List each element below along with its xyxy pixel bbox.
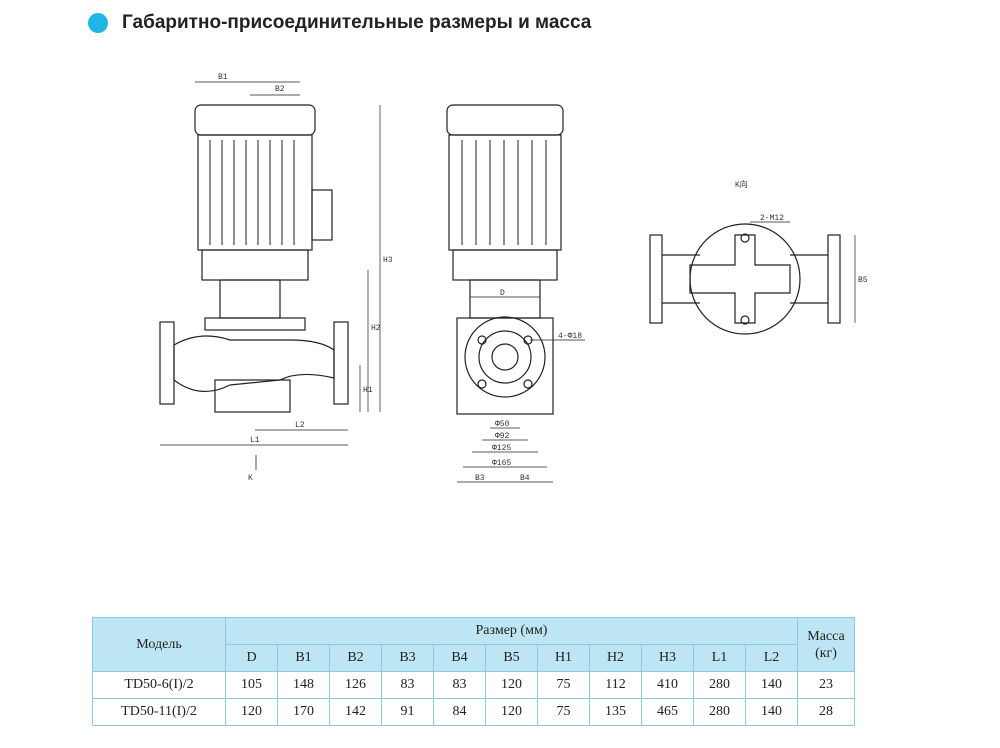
mass-cell: 28: [797, 698, 855, 726]
label-4-holes: 4-Φ18: [558, 332, 582, 341]
column-header: B2: [329, 644, 382, 672]
top-view: [649, 221, 856, 335]
model-cell: TD50-6(I)/2: [92, 671, 226, 699]
technical-drawing: B1 B2 H3 H2 H1 L2 L1 K D 4-Φ18 Φ50 Φ92 Φ…: [159, 73, 868, 483]
label-d50: Φ50: [495, 420, 510, 429]
label-b5: B5: [858, 276, 868, 285]
column-header: H2: [589, 644, 642, 672]
label-d92: Φ92: [495, 432, 510, 441]
label-d: D: [500, 289, 505, 298]
column-header: D: [225, 644, 278, 672]
column-header: B3: [381, 644, 434, 672]
value-cell: 140: [745, 698, 798, 726]
value-cell: 75: [537, 698, 590, 726]
label-b4: B4: [520, 474, 530, 483]
value-cell: 140: [745, 671, 798, 699]
value-cell: 148: [277, 671, 330, 699]
column-header: L2: [745, 644, 798, 672]
column-header: H3: [641, 644, 694, 672]
size-header: Размер (мм): [225, 617, 798, 645]
bullet-icon: [88, 13, 108, 33]
value-cell: 105: [225, 671, 278, 699]
label-2-m12: 2-M12: [760, 214, 784, 223]
value-cell: 135: [589, 698, 642, 726]
value-cell: 120: [225, 698, 278, 726]
value-cell: 91: [381, 698, 434, 726]
column-header: H1: [537, 644, 590, 672]
label-b3: B3: [475, 474, 485, 483]
label-h3: H3: [383, 256, 393, 265]
value-cell: 280: [693, 698, 746, 726]
value-cell: 112: [589, 671, 642, 699]
label-h2: H2: [371, 324, 381, 333]
label-b2: B2: [275, 85, 285, 94]
top-view-title: K向: [735, 179, 748, 190]
label-l2: L2: [295, 421, 305, 430]
column-header: B4: [433, 644, 486, 672]
value-cell: 126: [329, 671, 382, 699]
mass-header: Масса(кг): [797, 617, 855, 672]
label-b1: B1: [218, 73, 228, 82]
value-cell: 120: [485, 698, 538, 726]
label-d165: Φ165: [492, 459, 511, 468]
mass-cell: 23: [797, 671, 855, 699]
value-cell: 410: [641, 671, 694, 699]
value-cell: 83: [381, 671, 434, 699]
label-k: K: [248, 474, 253, 483]
value-cell: 142: [329, 698, 382, 726]
label-l1: L1: [250, 436, 260, 445]
value-cell: 280: [693, 671, 746, 699]
column-header: B5: [485, 644, 538, 672]
value-cell: 465: [641, 698, 694, 726]
column-header: L1: [693, 644, 746, 672]
front-view: [446, 104, 585, 483]
model-cell: TD50-11(I)/2: [92, 698, 226, 726]
page-title: Габаритно-присоединительные размеры и ма…: [122, 12, 592, 33]
side-view: [159, 81, 381, 470]
value-cell: 83: [433, 671, 486, 699]
label-h1: H1: [363, 386, 373, 395]
model-header: Модель: [92, 617, 226, 672]
section-header: Габаритно-присоединительные размеры и ма…: [88, 12, 591, 34]
value-cell: 120: [485, 671, 538, 699]
label-d125: Φ125: [492, 444, 511, 453]
value-cell: 170: [277, 698, 330, 726]
value-cell: 75: [537, 671, 590, 699]
column-header: B1: [277, 644, 330, 672]
value-cell: 84: [433, 698, 486, 726]
